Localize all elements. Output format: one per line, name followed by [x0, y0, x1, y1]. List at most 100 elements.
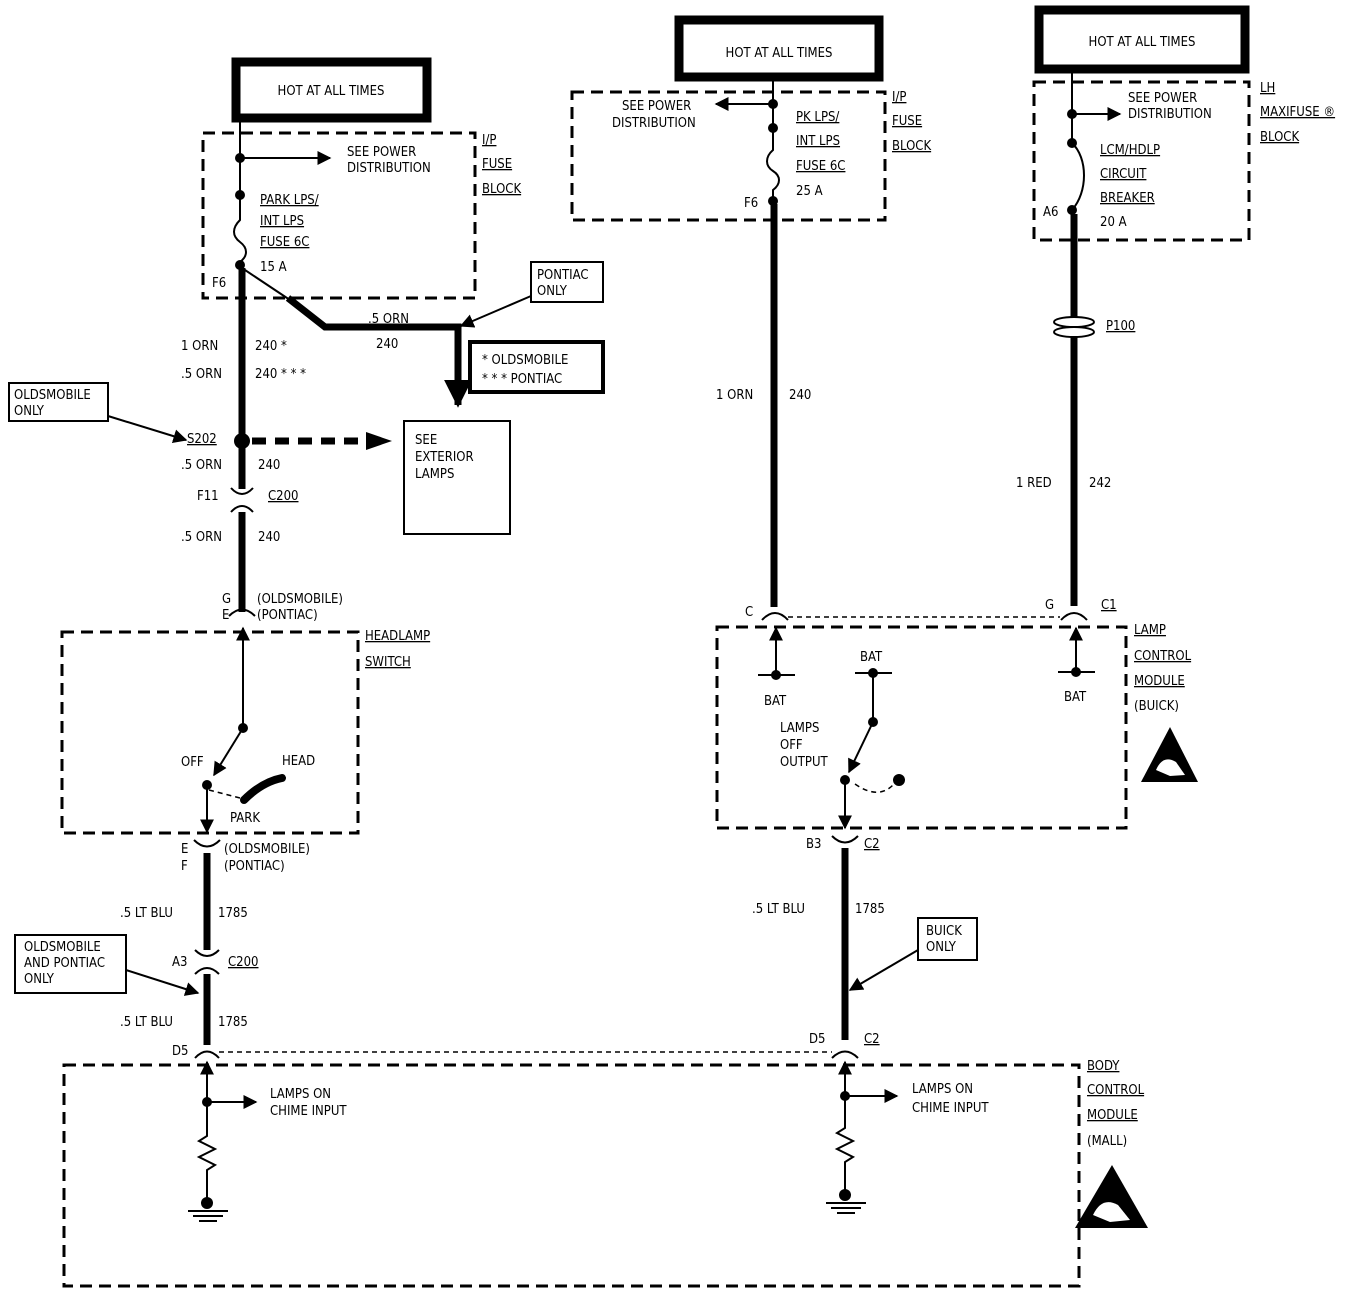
middle-fuse-icon: [766, 128, 780, 201]
left-fuse-block-label: I/P: [482, 133, 496, 148]
right-see-power-text: SEE POWER: [1128, 91, 1197, 106]
headlamp-switch-box: [60, 630, 360, 835]
maxifuse-block: [1032, 80, 1251, 242]
middle-chime-text: LAMPS ON: [912, 1082, 973, 1097]
hot-label-left: HOT AT ALL TIMES: [278, 84, 385, 99]
legend-text: * OLDSMOBILE: [482, 353, 568, 368]
headlamp-switch-bottom-connector: [193, 839, 221, 848]
lcm-bat-left: BAT: [764, 694, 787, 709]
left-chime-text: LAMPS ON: [270, 1087, 331, 1102]
maxifuse-label: LH: [1260, 81, 1275, 96]
left-fuse-block-label: BLOCK: [482, 182, 521, 197]
pontiac-only-label: PONTIAC: [537, 268, 589, 283]
switch-head-contact: [240, 774, 286, 804]
left-wire4-label: 240: [258, 530, 280, 545]
left-wire5-label: .5 LT BLU: [120, 906, 173, 921]
left-wire6-label: .5 LT BLU: [120, 1015, 173, 1030]
left-wire6-label: 1785: [218, 1015, 248, 1030]
switch-bottom-pin: E: [181, 842, 188, 857]
bcm-label: BODY: [1087, 1059, 1120, 1074]
switch-bottom-variant: (PONTIAC): [224, 859, 285, 874]
oldsmobile-only-label: ONLY: [14, 404, 45, 419]
see-exterior-text: LAMPS: [415, 467, 454, 482]
left-resistor-icon: [196, 1102, 218, 1202]
c200-top-label: C200: [268, 489, 299, 504]
lcm-label: MODULE: [1134, 674, 1185, 689]
lcm-label: CONTROL: [1134, 649, 1192, 664]
s202-label: S202: [187, 432, 217, 447]
switch-bottom-variant: (OLDSMOBILE): [224, 842, 310, 857]
left-fuse-block-label: FUSE: [482, 157, 512, 172]
left-pontiac-branch-wire: [285, 295, 472, 408]
olds-pontiac-only-label: ONLY: [24, 972, 55, 987]
lcm-bat-switch: BAT: [860, 650, 883, 665]
maxifuse-label: MAXIFUSE ®: [1260, 105, 1335, 120]
pontiac-only-box: [530, 261, 604, 303]
lcm-pin-c: C: [745, 605, 753, 620]
circuit-breaker-icon: [1071, 142, 1085, 211]
body-control-module-box: [62, 1063, 1081, 1288]
left-see-power-text: SEE POWER: [347, 145, 416, 160]
left-chime-text: CHIME INPUT: [270, 1104, 347, 1119]
lcm-c1-label: C1: [1101, 598, 1117, 613]
left-wire1-label: 1 ORN: [181, 339, 218, 354]
right-wire1-label: 1 RED: [1016, 476, 1052, 491]
middle-fuse-text: FUSE 6C: [796, 159, 845, 174]
hot-label-right: HOT AT ALL TIMES: [1089, 35, 1196, 50]
oldsmobile-only-box: [8, 382, 109, 422]
left-wire3-label: 240: [258, 458, 280, 473]
switch-top-pin: G: [222, 592, 231, 607]
lcm-c1-pin: G: [1045, 598, 1054, 613]
lcm-label: (BUICK): [1134, 699, 1179, 714]
switch-pos-head: HEAD: [282, 754, 315, 769]
middle-wire2-label: .5 LT BLU: [752, 902, 805, 917]
middle-wire1-label: 1 ORN: [716, 388, 753, 403]
left-fuse-text: INT LPS: [260, 214, 304, 229]
left-fuse-pin: F6: [212, 276, 226, 291]
lcm-switch-blade: [848, 721, 874, 774]
switch-bottom-pin: F: [181, 859, 188, 874]
right-wire1-label: 242: [1089, 476, 1111, 491]
buick-only-box: [917, 917, 978, 961]
middle-fuse-block-label: FUSE: [892, 114, 922, 129]
left-fuse-text: FUSE 6C: [260, 235, 309, 250]
middle-ground-icon: [826, 1202, 866, 1214]
bcm-left-pin: D5: [172, 1044, 188, 1059]
esd-warning-icon: [1075, 1165, 1148, 1228]
lamp-control-module-box: [715, 625, 1128, 830]
headlamp-switch-label: SWITCH: [365, 655, 411, 670]
bcm-c2-label: C2: [864, 1032, 880, 1047]
middle-fuse-block-label: BLOCK: [892, 139, 931, 154]
breaker-pin: A6: [1043, 205, 1058, 220]
breaker-text: CIRCUIT: [1100, 167, 1147, 182]
switch-pos-park: PARK: [230, 811, 260, 826]
lcm-bat-right: BAT: [1064, 690, 1087, 705]
pontiac-only-label: ONLY: [537, 284, 568, 299]
middle-see-power-text: DISTRIBUTION: [612, 116, 696, 131]
hot-box-middle: HOT AT ALL TIMES: [674, 15, 884, 82]
buick-only-label: BUICK: [926, 924, 962, 939]
olds-pontiac-only-label: OLDSMOBILE: [24, 940, 101, 955]
see-exterior-text: EXTERIOR: [415, 450, 474, 465]
breaker-text: 20 A: [1100, 215, 1127, 230]
left-wire1-label: 240 *: [255, 339, 287, 354]
branch-wire-label: 240: [376, 337, 398, 352]
middle-fuse-block-label: I/P: [892, 90, 906, 105]
left-see-power-text: DISTRIBUTION: [347, 161, 431, 176]
middle-fuse-text: PK LPS/: [796, 110, 839, 125]
left-wire2-label: 240 * * *: [255, 367, 306, 382]
middle-wire1-label: 240: [789, 388, 811, 403]
left-fuse-block: [201, 131, 477, 300]
hot-box-left: HOT AT ALL TIMES: [231, 57, 432, 123]
lamps-off-output-text: LAMPS: [780, 721, 819, 736]
p100-label: P100: [1106, 319, 1135, 334]
headlamp-switch-top-connector: [228, 608, 256, 617]
hot-label-middle: HOT AT ALL TIMES: [726, 46, 833, 61]
left-fuse-icon: [233, 195, 247, 265]
breaker-text: BREAKER: [1100, 191, 1155, 206]
branch-wire-label: .5 ORN: [368, 312, 409, 327]
esd-warning-icon: [1141, 727, 1198, 782]
middle-fuse-text: INT LPS: [796, 134, 840, 149]
lamps-off-output-text: OFF: [780, 738, 803, 753]
